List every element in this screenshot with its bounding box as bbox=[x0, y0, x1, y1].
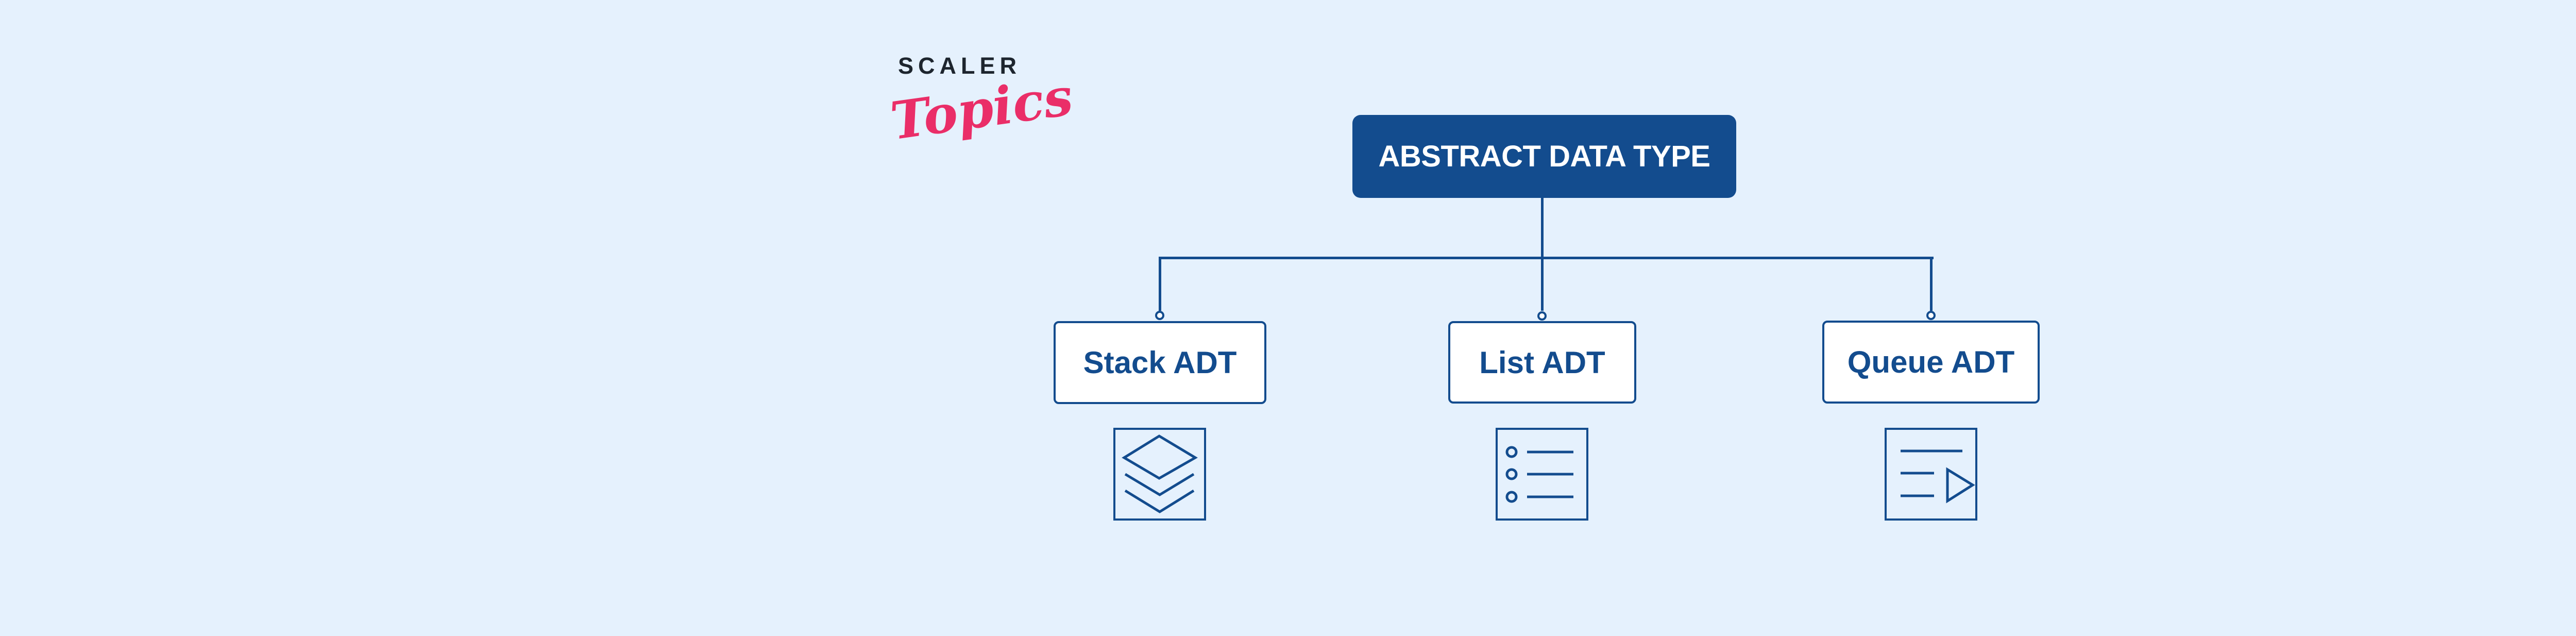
connector-dot-queue bbox=[1926, 311, 1936, 320]
list-adt-icon-tile bbox=[1496, 428, 1588, 521]
connector-horizontal-bar bbox=[1159, 257, 1934, 259]
logo-brand-text: SCALER bbox=[898, 53, 1022, 79]
list-bullets-icon bbox=[1496, 428, 1588, 521]
node-abstract-data-type: ABSTRACT DATA TYPE bbox=[1352, 115, 1736, 198]
node-list-adt: List ADT bbox=[1448, 321, 1636, 404]
connector-root-stem bbox=[1541, 198, 1544, 311]
node-stack-adt: Stack ADT bbox=[1054, 321, 1266, 404]
connector-dot-list bbox=[1537, 311, 1547, 321]
node-queue-label: Queue ADT bbox=[1847, 345, 2015, 379]
stack-adt-icon-tile bbox=[1113, 428, 1206, 521]
scaler-topics-logo: SCALER Topics bbox=[886, 52, 1077, 165]
stack-layers-icon bbox=[1113, 428, 1206, 521]
connector-drop-queue bbox=[1930, 257, 1933, 311]
queue-adt-icon-tile bbox=[1885, 428, 1977, 521]
list-play-icon bbox=[1885, 428, 1977, 521]
node-root-label: ABSTRACT DATA TYPE bbox=[1378, 140, 1710, 173]
node-queue-adt: Queue ADT bbox=[1822, 321, 2040, 404]
connector-dot-stack bbox=[1155, 311, 1164, 320]
node-stack-label: Stack ADT bbox=[1083, 345, 1237, 380]
connector-drop-stack bbox=[1159, 257, 1161, 311]
node-list-label: List ADT bbox=[1479, 345, 1605, 380]
